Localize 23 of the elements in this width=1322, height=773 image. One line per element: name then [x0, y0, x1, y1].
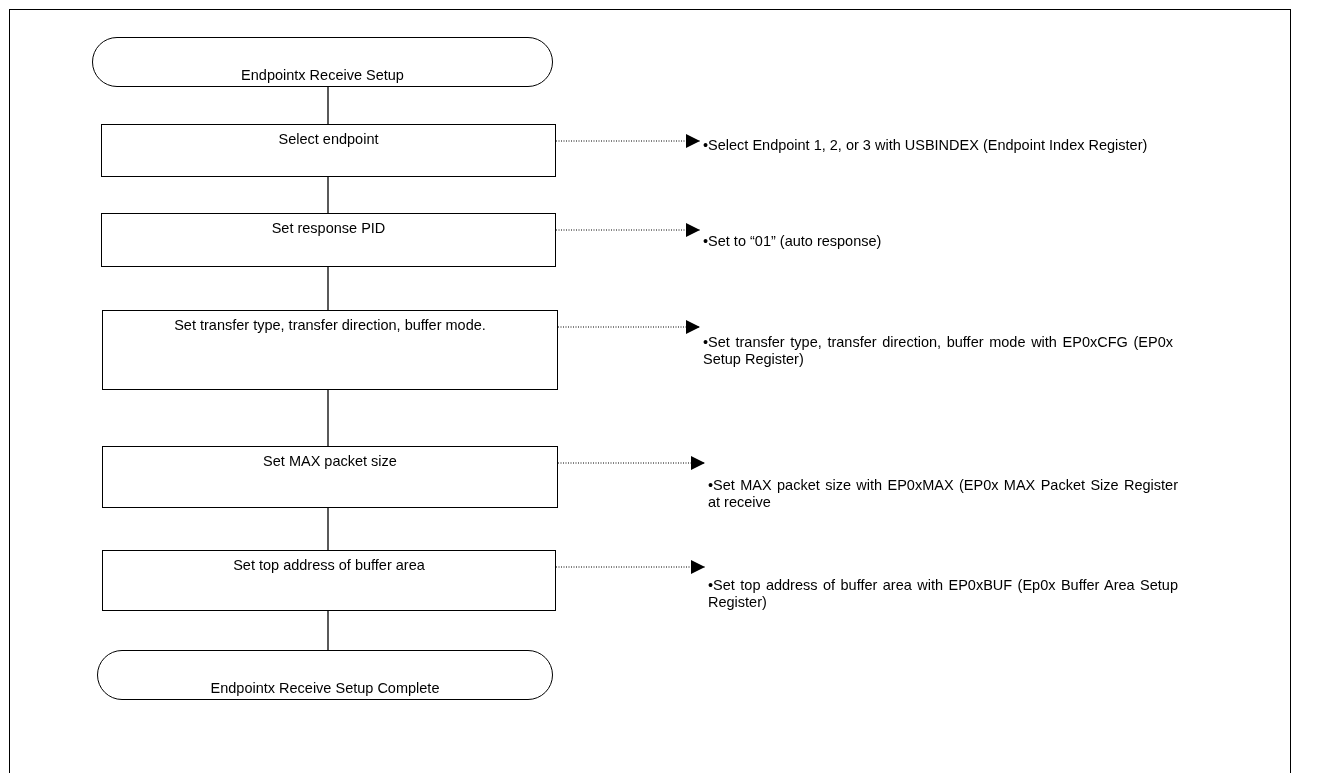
flow-line [327, 610, 329, 651]
note-text: •Set to “01” (auto response) [703, 233, 1173, 257]
process-box: Select endpoint [101, 124, 556, 177]
process-box: Set transfer type, transfer direction, buffer mode. [102, 310, 558, 390]
arrow [555, 223, 701, 237]
note-text: •Select Endpoint 1, 2, or 3 with USBINDEX (Endpoint Index Register) [703, 137, 1173, 177]
process-box: Set response PID [101, 213, 556, 267]
arrow [555, 134, 701, 148]
flow-line [327, 266, 329, 311]
note-text: •Set MAX packet size with EP0xMAX (EP0x MAX Packet Size Register at receive [708, 477, 1178, 517]
terminal-shape: Endpointx Receive Setup Complete [97, 650, 553, 700]
process-box: Set top address of buffer area [102, 550, 556, 611]
arrow [557, 456, 706, 470]
arrow [557, 320, 701, 334]
note-text: •Set transfer type, transfer direction, buffer mode with EP0xCFG (EP0x Setup Register) [703, 334, 1173, 374]
flow-line [327, 176, 329, 214]
note-text: •Set top address of buffer area with EP0xBUF (Ep0x Buffer Area Setup Register) [708, 577, 1178, 617]
flow-line [327, 86, 329, 125]
arrow [555, 560, 706, 574]
flow-line [327, 389, 329, 447]
process-box: Set MAX packet size [102, 446, 558, 508]
terminal-shape: Endpointx Receive Setup [92, 37, 553, 87]
flow-line [327, 507, 329, 551]
